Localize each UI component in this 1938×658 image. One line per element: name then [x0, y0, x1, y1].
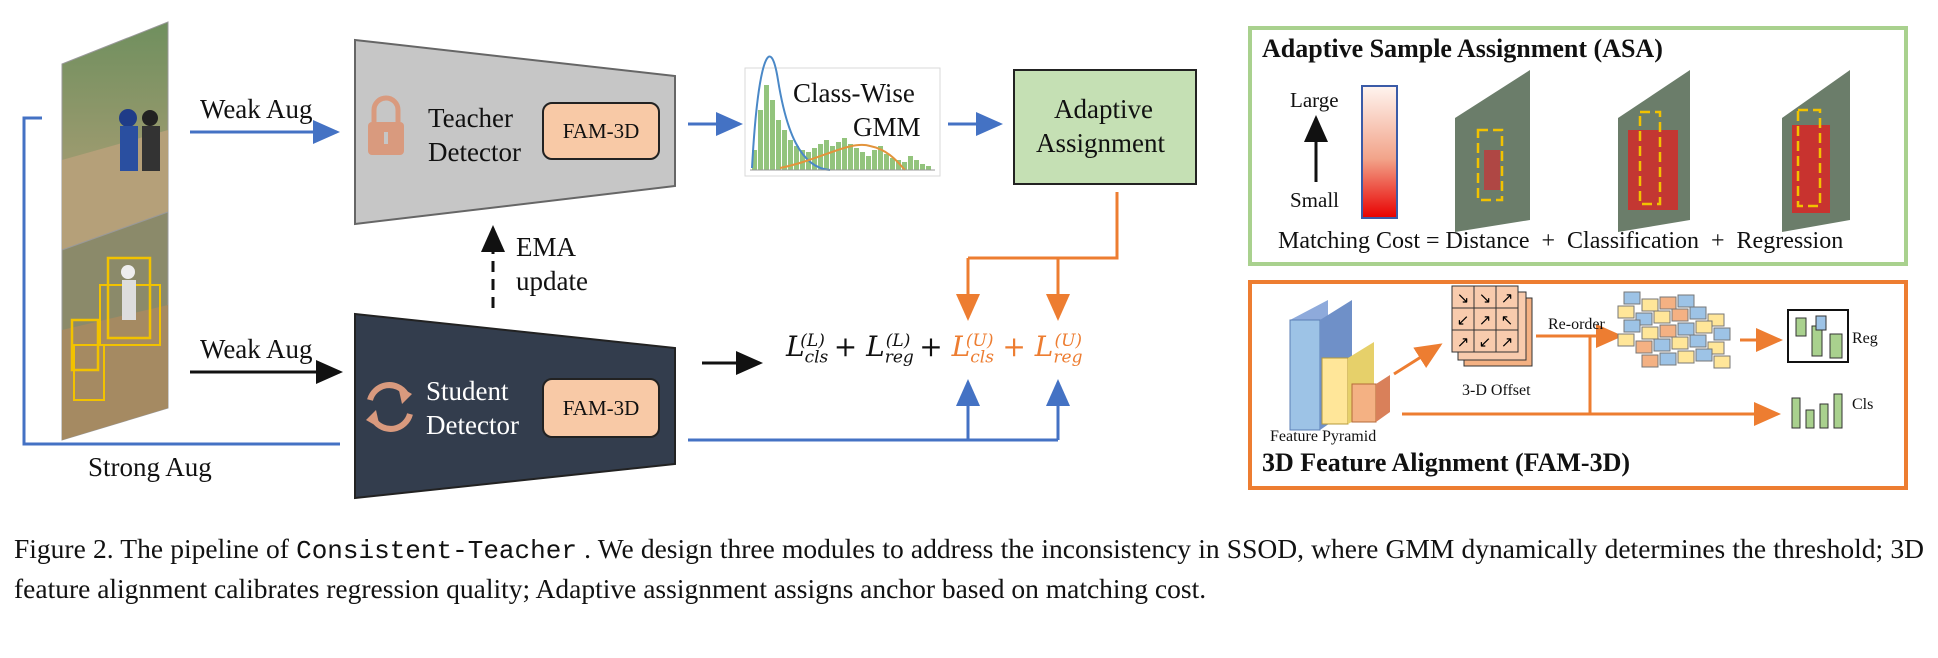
svg-text:↘: ↘ [1479, 289, 1492, 307]
svg-text:↗: ↗ [1479, 311, 1492, 329]
svg-text:↗: ↗ [1501, 289, 1514, 307]
svg-text:↗: ↗ [1457, 333, 1470, 351]
fam3d-title: 3D Feature Alignment (FAM-3D) [1262, 448, 1631, 477]
reordered-cubes [1617, 291, 1731, 369]
pyramid-to-offset-arrow [1393, 343, 1443, 376]
offset-grid: ↘ ↘ ↗ ↙ ↗ ↖ ↗ ↙ ↗ [1451, 285, 1533, 367]
asa-image-regression [1782, 70, 1850, 232]
plus-1: + [833, 330, 858, 363]
pipeline-figure: ↘ ↘ ↗ ↙ ↗ ↖ ↗ ↙ ↗ [22, 21, 1908, 500]
cls-output-graphic [1791, 393, 1843, 429]
strong-aug-image [61, 211, 169, 441]
student-detector-shape [354, 312, 676, 500]
svg-text:↖: ↖ [1501, 311, 1514, 329]
loss-reg-unlabeled: Lreg(U) [1034, 330, 1083, 368]
plus-2: + [919, 330, 943, 363]
ema-label-line2: update [516, 266, 588, 296]
gmm-label-line2: GMM [853, 112, 921, 143]
adaptive-to-loss-line [968, 192, 1119, 260]
gmm-label-line1: Class-Wise [793, 78, 915, 109]
svg-text:↙: ↙ [1479, 333, 1492, 351]
plus-3: + [1002, 330, 1026, 363]
loss-reg-labeled: Lreg(L) [866, 330, 914, 368]
fam3d-teacher-box: FAM-3D [542, 102, 660, 160]
reorder-label: Re-order [1548, 316, 1605, 333]
strong-aug-loop-line [22, 116, 340, 446]
weak-aug-top-label: Weak Aug [200, 94, 313, 124]
reg-label: Reg [1852, 330, 1878, 347]
figure-caption: Figure 2. The pipeline of Consistent-Tea… [14, 530, 1924, 608]
strong-aug-label: Strong Aug [88, 452, 212, 482]
caption-prefix: Figure 2. The pipeline of [14, 533, 297, 564]
weak-aug-image [61, 21, 169, 251]
asa-matching-formula: Matching Cost = Distance + Classificatio… [1278, 228, 1844, 254]
loss-cls-labeled: Lcls(L) [786, 330, 829, 368]
svg-text:↘: ↘ [1457, 289, 1470, 307]
cost-colorbar [1361, 85, 1398, 219]
student-label-line2: Detector [426, 410, 519, 440]
lock-icon [368, 95, 404, 155]
svg-text:↗: ↗ [1501, 333, 1514, 351]
feature-pyramid-label: Feature Pyramid [1270, 428, 1377, 445]
weak-aug-bottom-label: Weak Aug [200, 334, 313, 364]
asa-image-distance [1455, 70, 1530, 232]
ema-label-line1: EMA [516, 232, 576, 262]
teacher-detector-shape [354, 38, 676, 226]
asa-large-label: Large [1290, 88, 1339, 112]
teacher-label-line2: Detector [428, 137, 521, 167]
asa-title: Adaptive Sample Assignment (ASA) [1262, 34, 1663, 63]
asa-image-classification [1618, 70, 1690, 232]
refresh-icon [366, 382, 413, 432]
fam3d-student-box: FAM-3D [542, 378, 660, 438]
adaptive-assignment-box [1013, 69, 1197, 185]
reg-output-graphic [1787, 309, 1849, 363]
svg-text:↙: ↙ [1457, 311, 1470, 329]
adaptive-label-line1: Adaptive [1054, 94, 1153, 124]
adaptive-label-line2: Assignment [1036, 128, 1166, 158]
student-label-line1: Student [426, 376, 509, 406]
caption-method: Consistent-Teacher [296, 536, 577, 566]
cls-label: Cls [1852, 396, 1874, 413]
caption-suffix: . We design three modules to address the… [14, 533, 1924, 604]
loss-cls-unlabeled: Lcls(U) [951, 330, 994, 368]
feature-pyramid-graphic [1289, 300, 1390, 431]
teacher-label-line1: Teacher [428, 103, 514, 133]
offset-label: 3-D Offset [1462, 382, 1531, 399]
asa-small-label: Small [1290, 188, 1340, 212]
loss-formula: Lcls(L) + Lreg(L) + Lcls(U) + Lreg(U) [786, 330, 1082, 368]
